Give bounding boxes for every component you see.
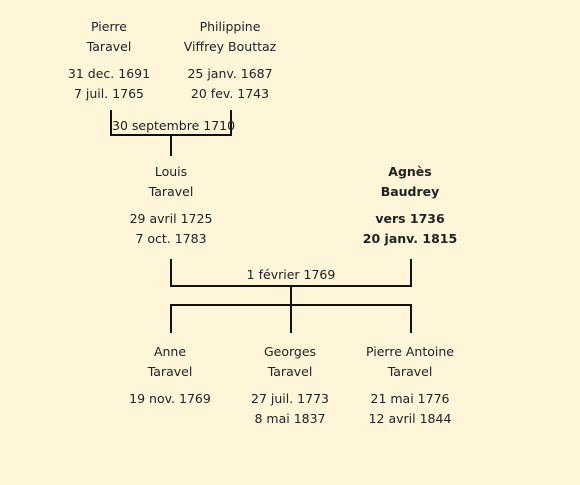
- death-date: 20 fev. 1743: [190, 86, 270, 101]
- first-name: Anne: [153, 344, 187, 359]
- death-date: 12 avril 1844: [368, 411, 452, 426]
- last-name: Taravel: [387, 364, 433, 379]
- birth-date: 31 dec. 1691: [67, 66, 151, 81]
- last-name: Taravel: [147, 364, 193, 379]
- birth-date: 21 mai 1776: [370, 391, 450, 406]
- death-date: 7 oct. 1783: [135, 231, 207, 246]
- first-name: Pierre: [91, 19, 127, 34]
- last-name: Taravel: [148, 184, 194, 199]
- person-philippine-viffrey-bouttaz: Philippine Viffrey Bouttaz 25 janv. 1687…: [160, 17, 300, 104]
- last-name: Taravel: [267, 364, 313, 379]
- death-date: 8 mai 1837: [254, 411, 326, 426]
- first-name: Louis: [154, 164, 188, 179]
- birth-date: 29 avril 1725: [129, 211, 213, 226]
- person-pierre-taravel: Pierre Taravel 31 dec. 1691 7 juil. 1765: [39, 17, 179, 104]
- birth-date: 19 nov. 1769: [129, 391, 211, 406]
- last-name: Viffrey Bouttaz: [183, 39, 277, 54]
- child-anne-taravel: Anne Taravel 19 nov. 1769: [100, 342, 240, 409]
- first-name: Georges: [263, 344, 317, 359]
- death-date: 20 janv. 1815: [362, 231, 458, 246]
- first-name: Philippine: [199, 19, 261, 34]
- person-agnes-baudrey: Agnès Baudrey vers 1736 20 janv. 1815: [340, 162, 480, 249]
- marriage-2-date: 1 février 1769: [246, 267, 336, 282]
- marriage-1-date: 30 septembre 1710: [112, 118, 236, 134]
- first-name: Pierre Antoine: [366, 344, 454, 359]
- birth-date: vers 1736: [375, 211, 445, 226]
- first-name: Agnès: [388, 164, 432, 179]
- birth-date: 27 juil. 1773: [251, 391, 329, 406]
- birth-date: 25 janv. 1687: [187, 66, 273, 81]
- child-pierre-antoine-taravel: Pierre Antoine Taravel 21 mai 1776 12 av…: [340, 342, 480, 429]
- last-name: Baudrey: [380, 184, 440, 199]
- person-louis-taravel: Louis Taravel 29 avril 1725 7 oct. 1783: [101, 162, 241, 249]
- last-name: Taravel: [86, 39, 132, 54]
- child-georges-taravel: Georges Taravel 27 juil. 1773 8 mai 1837: [220, 342, 360, 429]
- death-date: 7 juil. 1765: [73, 86, 145, 101]
